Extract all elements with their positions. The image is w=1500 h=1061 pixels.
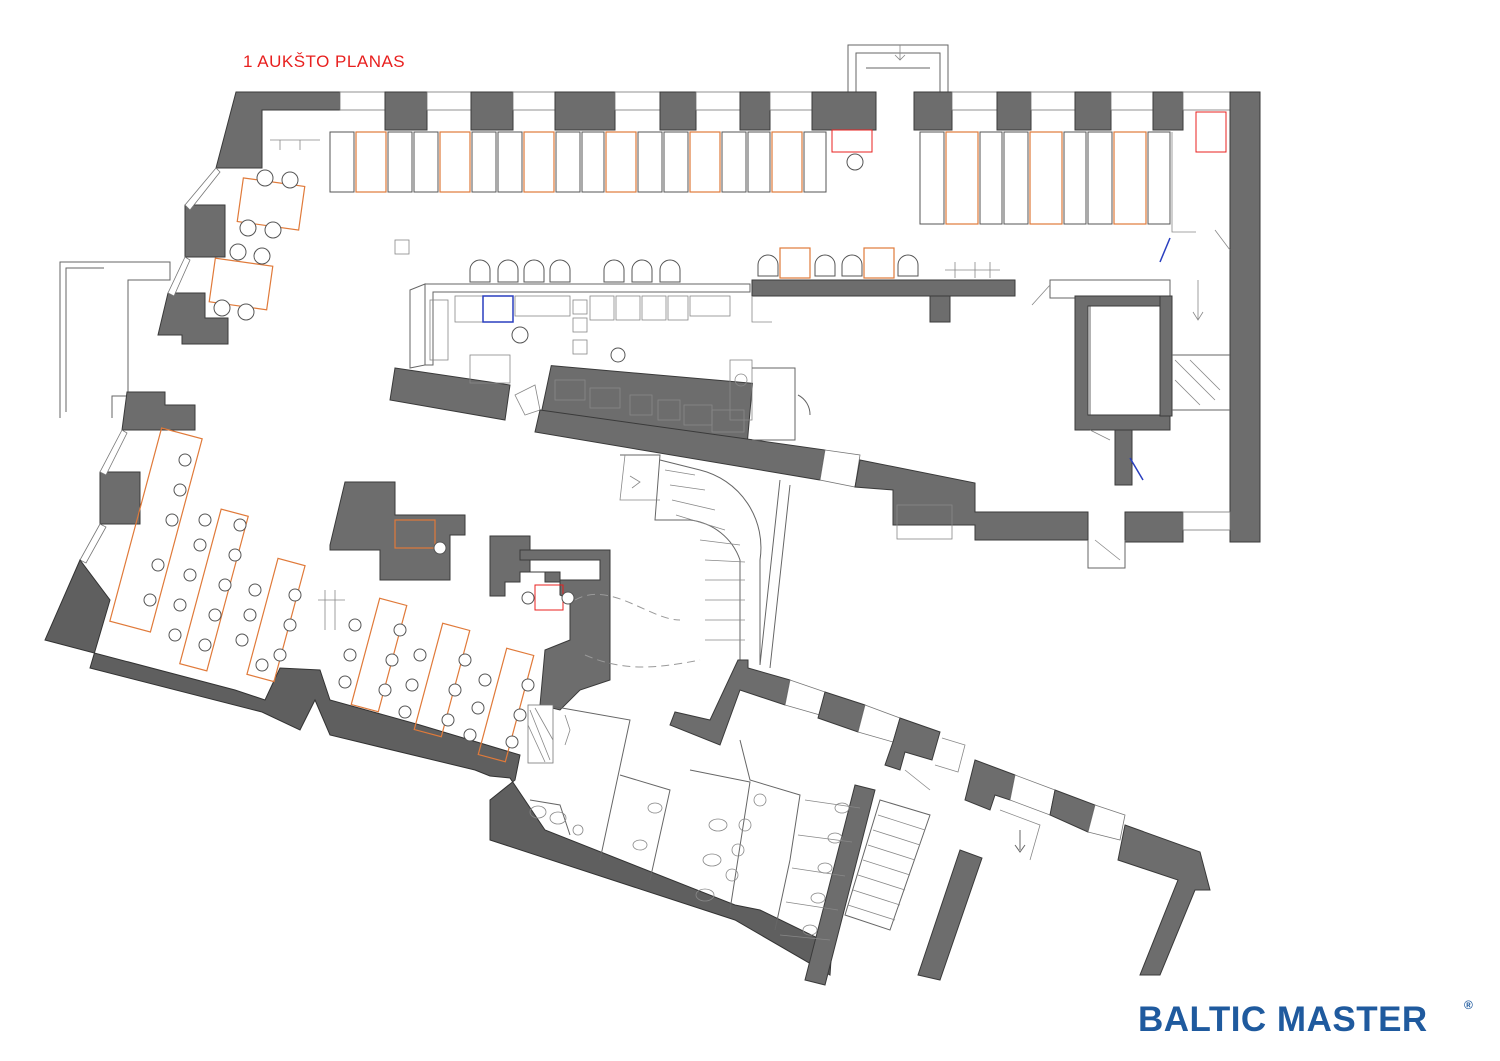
bar-stools bbox=[469, 247, 1000, 283]
brand-name: BALTIC MASTER bbox=[1138, 1000, 1428, 1039]
service-wall bbox=[534, 284, 1231, 569]
lower-right-wing bbox=[669, 659, 1211, 981]
left-upper-wall bbox=[59, 167, 229, 564]
restrooms bbox=[527, 704, 931, 986]
mid-wall bbox=[751, 229, 1231, 486]
registered-mark: ® bbox=[1464, 998, 1473, 1012]
brand-logo: BALTIC MASTER bbox=[1138, 1000, 1428, 1040]
left-terrace-tables bbox=[208, 139, 410, 321]
dining-chairs bbox=[143, 453, 535, 749]
spiral-stairs bbox=[574, 454, 791, 669]
top-booth-row bbox=[329, 111, 1227, 233]
kitchen-counter bbox=[389, 283, 751, 421]
left-lower-wall bbox=[44, 559, 833, 976]
top-wall bbox=[215, 91, 1261, 543]
plan-title: 1 AUKŠTO PLANAS bbox=[243, 52, 406, 71]
central-bar bbox=[329, 481, 611, 711]
top-entrance bbox=[847, 44, 949, 92]
